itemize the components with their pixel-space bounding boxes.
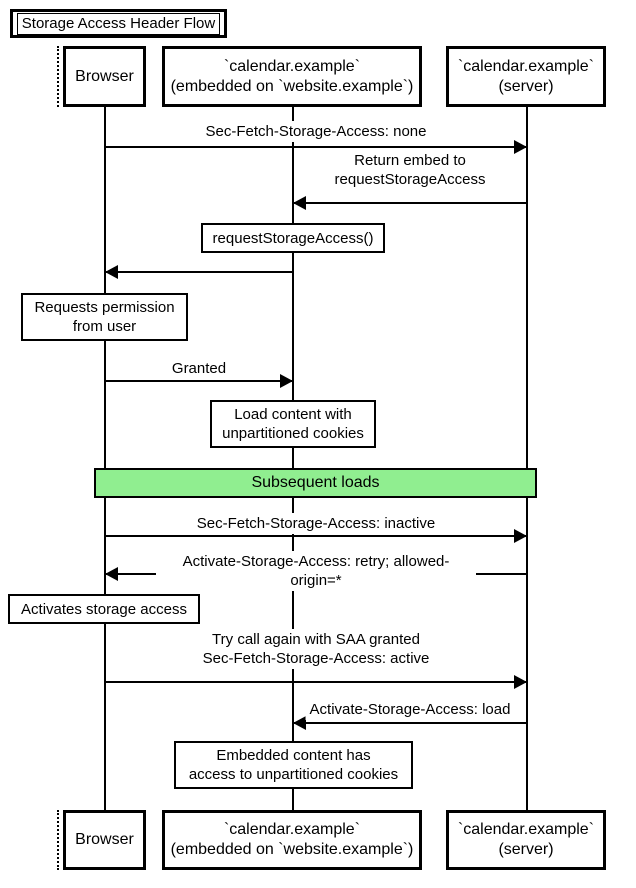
browser-box-dotted-edge-bottom [57,810,59,870]
arrowhead-right-icon [514,140,527,154]
arrowhead-left-icon [293,716,306,730]
message-line [105,146,527,148]
participant-server-top: `calendar.example` (server) [446,46,606,107]
arrowhead-right-icon [280,374,293,388]
diagram-title-box: Storage Access Header Flow [10,9,227,38]
message-label: Sec-Fetch-Storage-Access: none [201,121,431,142]
participant-embed-bottom: `calendar.example` (embedded on `website… [162,810,422,870]
band-label: Subsequent loads [251,474,380,491]
note-requests-permission: Requests permission from user [21,293,188,341]
arrowhead-right-icon [514,529,527,543]
message-label: Return embed to requestStorageAccess [330,150,490,190]
arrowhead-right-icon [514,675,527,689]
subsequent-loads-band: Subsequent loads [94,468,537,498]
message-label: Sec-Fetch-Storage-Access: inactive [192,513,440,534]
note-request-storage-access: requestStorageAccess() [201,223,385,253]
message-line [105,271,293,273]
message-label: Activate-Storage-Access: retry; allowed-… [156,551,476,591]
message-line [105,535,527,537]
diagram-title: Storage Access Header Flow [16,12,221,35]
message-line [293,722,527,724]
browser-box-dotted-edge-top [57,46,59,107]
message-label: Try call again with SAA granted Sec-Fetc… [198,629,434,669]
arrowhead-left-icon [105,567,118,581]
message-label: Activate-Storage-Access: load [305,699,515,720]
lifeline-embed [292,107,294,810]
message-line [105,681,527,683]
lifeline-server [526,107,528,810]
participant-server-bottom: `calendar.example` (server) [446,810,606,870]
participant-browser-bottom: Browser [63,810,146,870]
arrowhead-left-icon [293,196,306,210]
note-activates-storage-access: Activates storage access [8,594,200,624]
note-load-content: Load content with unpartitioned cookies [210,400,376,448]
participant-embed-top: `calendar.example` (embedded on `website… [162,46,422,107]
participant-browser-top: Browser [63,46,146,107]
message-line [293,202,527,204]
message-label: Granted [167,358,231,379]
arrowhead-left-icon [105,265,118,279]
lifeline-browser [104,107,106,810]
message-line [105,380,293,382]
note-embedded-content: Embedded content has access to unpartiti… [174,741,413,789]
